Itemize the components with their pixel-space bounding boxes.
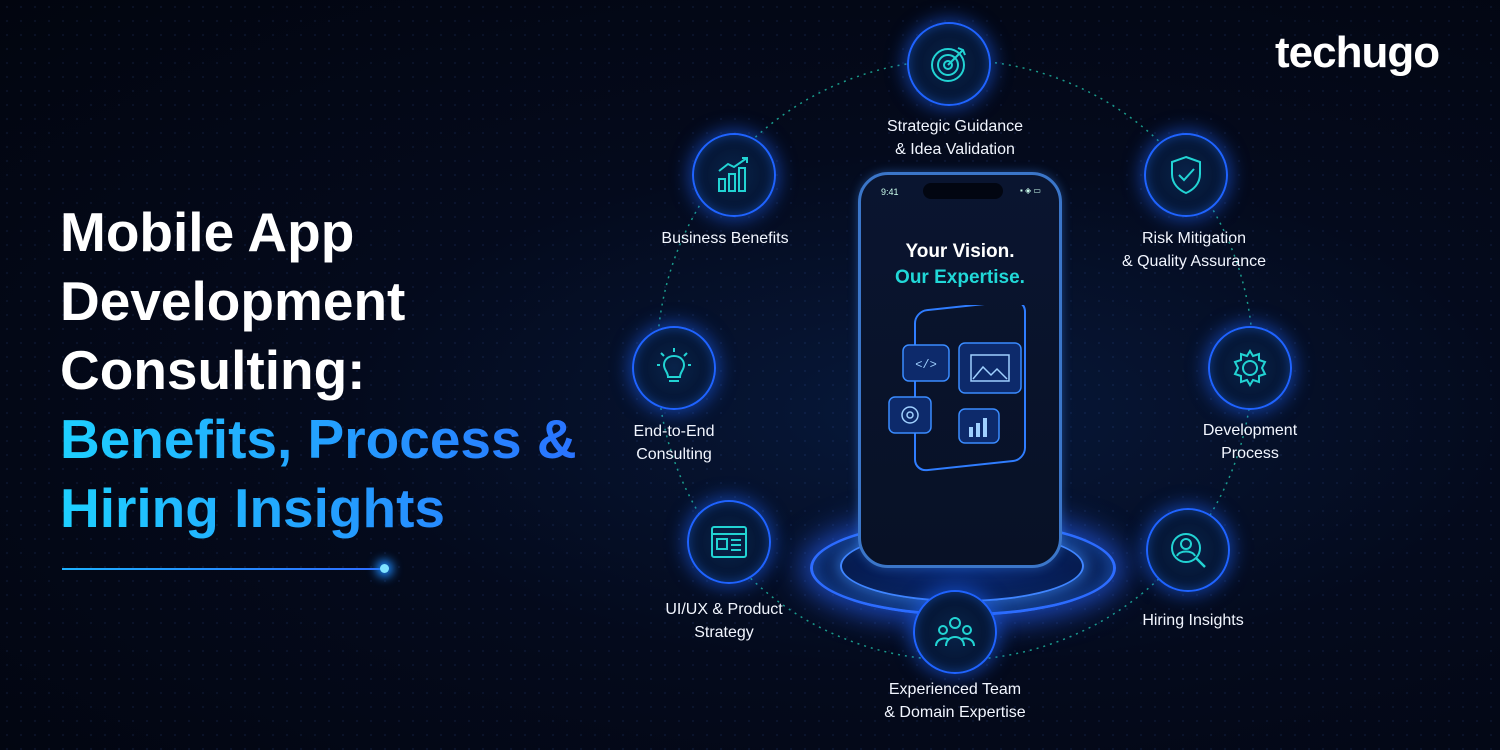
- label-development: Development Process: [1203, 419, 1297, 465]
- node-business[interactable]: [692, 133, 776, 217]
- node-hiring[interactable]: [1146, 508, 1230, 592]
- phone-notch: [923, 183, 1003, 199]
- label-team: Experienced Team & Domain Expertise: [884, 678, 1025, 724]
- node-strategic[interactable]: [907, 22, 991, 106]
- brand-logo[interactable]: techugo: [1275, 28, 1440, 77]
- phone-headline: Your Vision.: [905, 241, 1015, 262]
- node-development[interactable]: [1208, 326, 1292, 410]
- phone-mockup: 9:41 ▪ ◈ ▭ Your Vision. Our Expertise. <…: [858, 172, 1062, 568]
- phone-illustration: </>: [888, 305, 1026, 472]
- label-uiux: UI/UX & Product Strategy: [665, 598, 782, 644]
- label-consulting-line1: End-to-End: [633, 423, 715, 440]
- label-hiring-line1: Hiring Insights: [1142, 612, 1244, 629]
- user-search-icon: [1171, 533, 1206, 568]
- settings-small-icon: [888, 396, 932, 434]
- label-team-line1: Experienced Team: [888, 681, 1022, 698]
- node-consulting[interactable]: [632, 326, 716, 410]
- node-risk[interactable]: [1144, 133, 1228, 217]
- title-line-4: Benefits, Process &: [60, 405, 620, 474]
- label-strategic-line1: Strategic Guidance: [886, 118, 1024, 135]
- title-underline: [62, 568, 384, 570]
- node-team[interactable]: [913, 590, 997, 674]
- label-consulting: End-to-End Consulting: [634, 420, 715, 466]
- label-hiring: Hiring Insights: [1142, 609, 1243, 632]
- phone-time: 9:41: [881, 187, 899, 197]
- label-business: Business Benefits: [661, 227, 788, 250]
- label-development-line2: Process: [1221, 445, 1279, 462]
- label-business-line1: Business Benefits: [661, 230, 789, 247]
- phone-subheadline: Our Expertise.: [895, 267, 1025, 288]
- label-consulting-line2: Consulting: [636, 446, 712, 463]
- label-uiux-line2: Strategy: [694, 624, 754, 641]
- label-risk-line1: Risk Mitigation: [1141, 230, 1247, 247]
- label-development-line1: Development: [1202, 422, 1298, 439]
- shield-check-icon: [1171, 155, 1201, 195]
- gear-icon: [1233, 349, 1267, 387]
- svg-text:</>: </>: [915, 358, 937, 372]
- title-line-3: Consulting:: [60, 339, 366, 401]
- title-line-1: Mobile App: [60, 201, 355, 263]
- label-risk-line2: & Quality Assurance: [1121, 253, 1267, 270]
- phone-status-icons: ▪ ◈ ▭: [1020, 186, 1041, 195]
- page-title: Mobile App Development Consulting: Benef…: [60, 198, 620, 543]
- node-uiux[interactable]: [687, 500, 771, 584]
- title-line-2: Development: [60, 270, 406, 332]
- lightbulb-icon: [657, 348, 691, 382]
- team-icon: [935, 617, 975, 647]
- chart-small-icon: [958, 408, 1000, 444]
- underline-glow-dot: [380, 564, 389, 573]
- image-icon: [958, 342, 1022, 394]
- label-risk: Risk Mitigation & Quality Assurance: [1122, 227, 1266, 273]
- label-strategic: Strategic Guidance & Idea Validation: [887, 115, 1023, 161]
- label-uiux-line1: UI/UX & Product: [665, 601, 783, 618]
- code-icon: </>: [902, 344, 950, 382]
- bar-chart-icon: [718, 157, 748, 192]
- browser-window-icon: [711, 526, 747, 558]
- label-strategic-line2: & Idea Validation: [895, 141, 1015, 158]
- label-team-line2: & Domain Expertise: [884, 704, 1026, 721]
- title-line-5: Hiring Insights: [60, 474, 620, 543]
- target-icon: [931, 47, 966, 82]
